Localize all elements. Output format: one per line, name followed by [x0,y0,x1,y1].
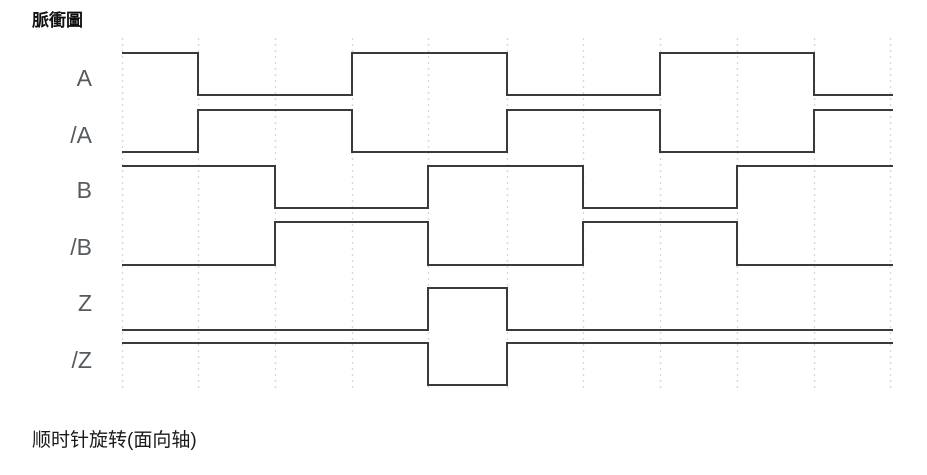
waveform-canvas [121,38,893,390]
waveform-not-B [122,221,893,266]
waveform-not-A [122,109,893,153]
waveform-not-Z [122,342,893,386]
page-title: 脈衝圖 [32,11,83,30]
waveform-B [122,165,893,209]
signal-label-Z: Z [77,290,92,316]
waveform-Z [122,287,893,331]
signal-label-not-B: /B [70,234,92,260]
signal-label-A: A [76,65,92,91]
signal-label-not-A: /A [70,122,92,148]
timing-diagram [0,30,927,400]
signal-label-not-Z: /Z [71,347,92,373]
signal-label-B: B [76,177,92,203]
diagram-caption: 顺时针旋转(面向轴) [32,430,197,451]
waveform-A [122,52,893,96]
